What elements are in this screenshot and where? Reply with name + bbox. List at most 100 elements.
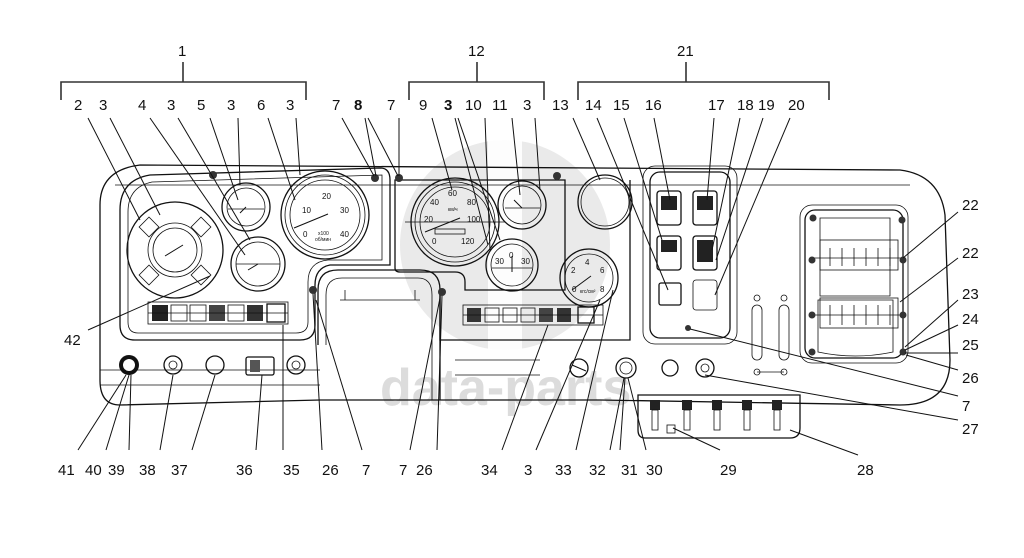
- callout-25: 25: [962, 337, 979, 354]
- speedo-unit: км/ч: [448, 207, 458, 213]
- warning-lamp-row-left: [147, 301, 289, 325]
- tach-tick-40: 40: [340, 230, 349, 239]
- callout-31: 31: [621, 462, 638, 479]
- callout-7: 7: [362, 462, 370, 479]
- instrument-cluster-left: [119, 167, 391, 341]
- temperature-gauge: [230, 236, 286, 292]
- group-label-12: 12: [468, 43, 485, 60]
- dashboard-body: [99, 164, 951, 406]
- tach-unit-multiplier: x100: [318, 231, 329, 237]
- bracket-group-12: [408, 62, 545, 100]
- callout-23: 23: [962, 286, 979, 303]
- callout-34: 34: [481, 462, 498, 479]
- ammeter: 30 0 30: [485, 238, 539, 292]
- callout-30: 30: [646, 462, 663, 479]
- combination-gauge: [126, 201, 224, 299]
- callout-7: 7: [962, 398, 970, 415]
- speedo-tick-20: 20: [424, 215, 433, 224]
- ammeter-tick-plus: 30: [521, 257, 530, 266]
- lower-controls: [119, 355, 715, 379]
- callout-3: 3: [99, 97, 107, 114]
- callout-42: 42: [64, 332, 81, 349]
- callout-18: 18: [737, 97, 754, 114]
- tach-tick-0: 0: [303, 230, 308, 239]
- callout-27: 27: [962, 421, 979, 438]
- pipe-lines: [751, 294, 790, 376]
- speedo-tick-80: 80: [467, 198, 476, 207]
- leader-lines: [77, 117, 959, 456]
- callout-3: 3: [227, 97, 235, 114]
- pressure-tick-4: 4: [585, 258, 590, 267]
- callout-35: 35: [283, 462, 300, 479]
- callout-3: 3: [524, 462, 532, 479]
- ammeter-tick-zero: 0: [509, 251, 514, 260]
- callout-24: 24: [962, 311, 979, 328]
- callout-14: 14: [585, 97, 602, 114]
- group-label-21: 21: [677, 43, 694, 60]
- callout-17: 17: [708, 97, 725, 114]
- callout-39: 39: [108, 462, 125, 479]
- callout-40: 40: [85, 462, 102, 479]
- tachometer: 0 10 20 30 40 x100 об/мин: [280, 170, 370, 260]
- callout-3: 3: [286, 97, 294, 114]
- oil-pressure-gauge: [497, 180, 547, 230]
- callout-19: 19: [758, 97, 775, 114]
- pressure-tick-6: 6: [600, 266, 605, 275]
- callout-15: 15: [613, 97, 630, 114]
- pressure-unit: кгс/см²: [580, 289, 596, 295]
- callout-6: 6: [257, 97, 265, 114]
- toggle-switch-panel: [637, 394, 801, 439]
- bracket-group-21: [577, 62, 830, 100]
- group-brackets: [60, 62, 830, 100]
- callout-5: 5: [197, 97, 205, 114]
- tach-unit: об/мин: [315, 237, 331, 243]
- fuse-row-lower: [810, 297, 905, 329]
- callout-8: 8: [354, 97, 362, 114]
- callout-32: 32: [589, 462, 606, 479]
- callout-38: 38: [139, 462, 156, 479]
- ammeter-tick-minus: 30: [495, 257, 504, 266]
- callout-26: 26: [416, 462, 433, 479]
- speedometer: 0 20 40 60 80 100 120 км/ч: [405, 177, 505, 267]
- callout-11: 11: [492, 97, 508, 114]
- callout-7: 7: [399, 462, 407, 479]
- speedo-tick-40: 40: [430, 198, 439, 207]
- callout-3: 3: [523, 97, 531, 114]
- tach-tick-30: 30: [340, 206, 349, 215]
- speedo-tick-0: 0: [432, 237, 437, 246]
- pressure-tick-2: 2: [571, 266, 576, 275]
- callout-16: 16: [645, 97, 662, 114]
- callout-26: 26: [322, 462, 339, 479]
- callout-26: 26: [962, 370, 979, 387]
- callout-10: 10: [465, 97, 482, 114]
- warning-lamp-row-center: [462, 304, 604, 326]
- fuse-row-upper: [810, 239, 905, 271]
- watermark-text: data-parts: [380, 359, 631, 417]
- fuel-gauge: [221, 182, 271, 232]
- callout-7: 7: [332, 97, 340, 114]
- callout-3: 3: [167, 97, 175, 114]
- fuse-box: [804, 209, 904, 359]
- callout-3: 3: [444, 97, 452, 114]
- steering-column-recess: [317, 269, 441, 400]
- callout-29: 29: [720, 462, 737, 479]
- callout-33: 33: [555, 462, 572, 479]
- callout-22: 22: [962, 197, 979, 214]
- tach-tick-20: 20: [322, 192, 331, 201]
- tach-tick-10: 10: [302, 206, 311, 215]
- callout-37: 37: [171, 462, 188, 479]
- group-label-1: 1: [178, 43, 186, 60]
- callout-41: 41: [58, 462, 75, 479]
- bracket-group-1: [60, 62, 307, 100]
- pressure-tick-8: 8: [600, 285, 605, 294]
- callout-28: 28: [857, 462, 874, 479]
- callout-13: 13: [552, 97, 569, 114]
- callout-22: 22: [962, 245, 979, 262]
- callout-labels-right: 22 22 23 24 25 26 7 27: [962, 197, 979, 438]
- rocker-switches-upper: [656, 190, 718, 311]
- speedo-tick-100: 100: [467, 215, 481, 224]
- callout-2: 2: [74, 97, 82, 114]
- callout-7: 7: [387, 97, 395, 114]
- callout-4: 4: [138, 97, 146, 114]
